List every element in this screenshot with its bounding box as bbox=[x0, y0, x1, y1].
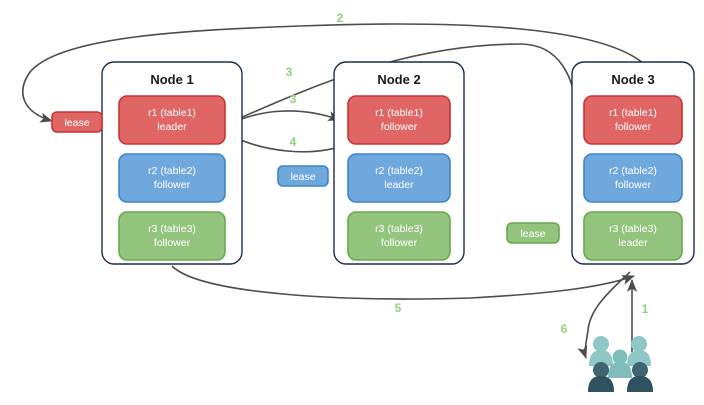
lease-badge-box bbox=[51, 111, 103, 133]
replica-role: follower bbox=[615, 179, 652, 191]
lease-badge-green[interactable]: lease bbox=[506, 222, 560, 244]
edge-step-2 bbox=[22, 23, 645, 123]
node-1-replica-r2[interactable]: r2 (table2) follower bbox=[118, 153, 226, 203]
node-3-title: Node 3 bbox=[611, 72, 654, 87]
replica-box bbox=[118, 95, 226, 145]
people-icon-head-back-left bbox=[593, 336, 609, 352]
replica-name: r1 (table1) bbox=[375, 107, 423, 119]
replica-role: leader bbox=[618, 237, 648, 249]
replica-box bbox=[583, 95, 683, 145]
node-1-title: Node 1 bbox=[150, 72, 193, 87]
replica-role: follower bbox=[154, 179, 191, 191]
replica-box bbox=[347, 211, 451, 261]
people-icon-head-front-right bbox=[632, 362, 648, 378]
replica-box bbox=[583, 153, 683, 203]
edge-step-5 bbox=[171, 265, 635, 300]
lease-badge-box bbox=[277, 165, 329, 187]
replica-role: leader bbox=[157, 121, 187, 133]
lease-badge-blue[interactable]: lease bbox=[277, 165, 329, 187]
step-label-6: 6 bbox=[561, 322, 568, 336]
replica-role: follower bbox=[381, 237, 418, 249]
people-icon-body-front-left bbox=[588, 376, 614, 392]
node-3[interactable]: Node 3 r1 (table1) follower r2 (table2) … bbox=[571, 61, 695, 265]
replica-name: r1 (table1) bbox=[609, 107, 657, 119]
node-2-replica-r2[interactable]: r2 (table2) leader bbox=[347, 153, 451, 203]
step-label-2: 2 bbox=[337, 11, 344, 25]
edge-step-3-to-node3 bbox=[221, 43, 582, 127]
lease-badge-red[interactable]: lease bbox=[51, 111, 103, 133]
step-label-5: 5 bbox=[395, 301, 402, 315]
node-2[interactable]: Node 2 r1 (table1) follower r2 (table2) … bbox=[333, 61, 465, 265]
replica-role: leader bbox=[384, 179, 414, 191]
replica-box bbox=[118, 211, 226, 261]
node-1[interactable]: Node 1 r1 (table1) leader r2 (table2) fo… bbox=[101, 61, 243, 265]
replica-role: follower bbox=[381, 121, 418, 133]
replica-name: r2 (table2) bbox=[148, 165, 196, 177]
people-icon-head-middle bbox=[612, 349, 628, 365]
node-1-replica-r1[interactable]: r1 (table1) leader bbox=[118, 95, 226, 145]
replica-role: follower bbox=[615, 121, 652, 133]
people-icon-head-back-right bbox=[631, 336, 647, 352]
replica-name: r3 (table3) bbox=[148, 223, 196, 235]
node-2-replica-r1[interactable]: r1 (table1) follower bbox=[347, 95, 451, 145]
node-3-replica-r1[interactable]: r1 (table1) follower bbox=[583, 95, 683, 145]
people-icon bbox=[588, 336, 653, 392]
people-icon-body-middle bbox=[608, 362, 632, 378]
node-2-replica-r3[interactable]: r3 (table3) follower bbox=[347, 211, 451, 261]
replica-name: r1 (table1) bbox=[148, 107, 196, 119]
node-2-title: Node 2 bbox=[377, 72, 420, 87]
people-icon-body-back-right bbox=[627, 350, 651, 366]
replica-name: r3 (table3) bbox=[375, 223, 423, 235]
replica-box bbox=[118, 153, 226, 203]
lease-badge-label: lease bbox=[290, 171, 315, 183]
replica-box bbox=[347, 153, 451, 203]
people-icon-body-front-right bbox=[627, 376, 653, 392]
replica-role: follower bbox=[154, 237, 191, 249]
edge-step-4 bbox=[227, 133, 349, 153]
lease-badge-label: lease bbox=[64, 117, 89, 129]
people-icon-head-front-left bbox=[593, 362, 609, 378]
edge-step-6 bbox=[577, 271, 631, 359]
node-3-replica-r3[interactable]: r3 (table3) leader bbox=[583, 211, 683, 261]
step-label-4: 4 bbox=[290, 135, 297, 149]
node-3-replica-r2[interactable]: r2 (table2) follower bbox=[583, 153, 683, 203]
step-label-1: 1 bbox=[642, 302, 649, 316]
replica-name: r3 (table3) bbox=[609, 223, 657, 235]
lease-badge-label: lease bbox=[520, 228, 545, 240]
lease-badge-box bbox=[506, 222, 560, 244]
replica-name: r2 (table2) bbox=[609, 165, 657, 177]
step-label-3b: 3 bbox=[290, 92, 297, 106]
replica-name: r2 (table2) bbox=[375, 165, 423, 177]
replica-box bbox=[583, 211, 683, 261]
people-icon-body-back-left bbox=[589, 350, 613, 366]
node-1-replica-r3[interactable]: r3 (table3) follower bbox=[118, 211, 226, 261]
step-label-3a: 3 bbox=[286, 65, 293, 79]
replica-box bbox=[347, 95, 451, 145]
